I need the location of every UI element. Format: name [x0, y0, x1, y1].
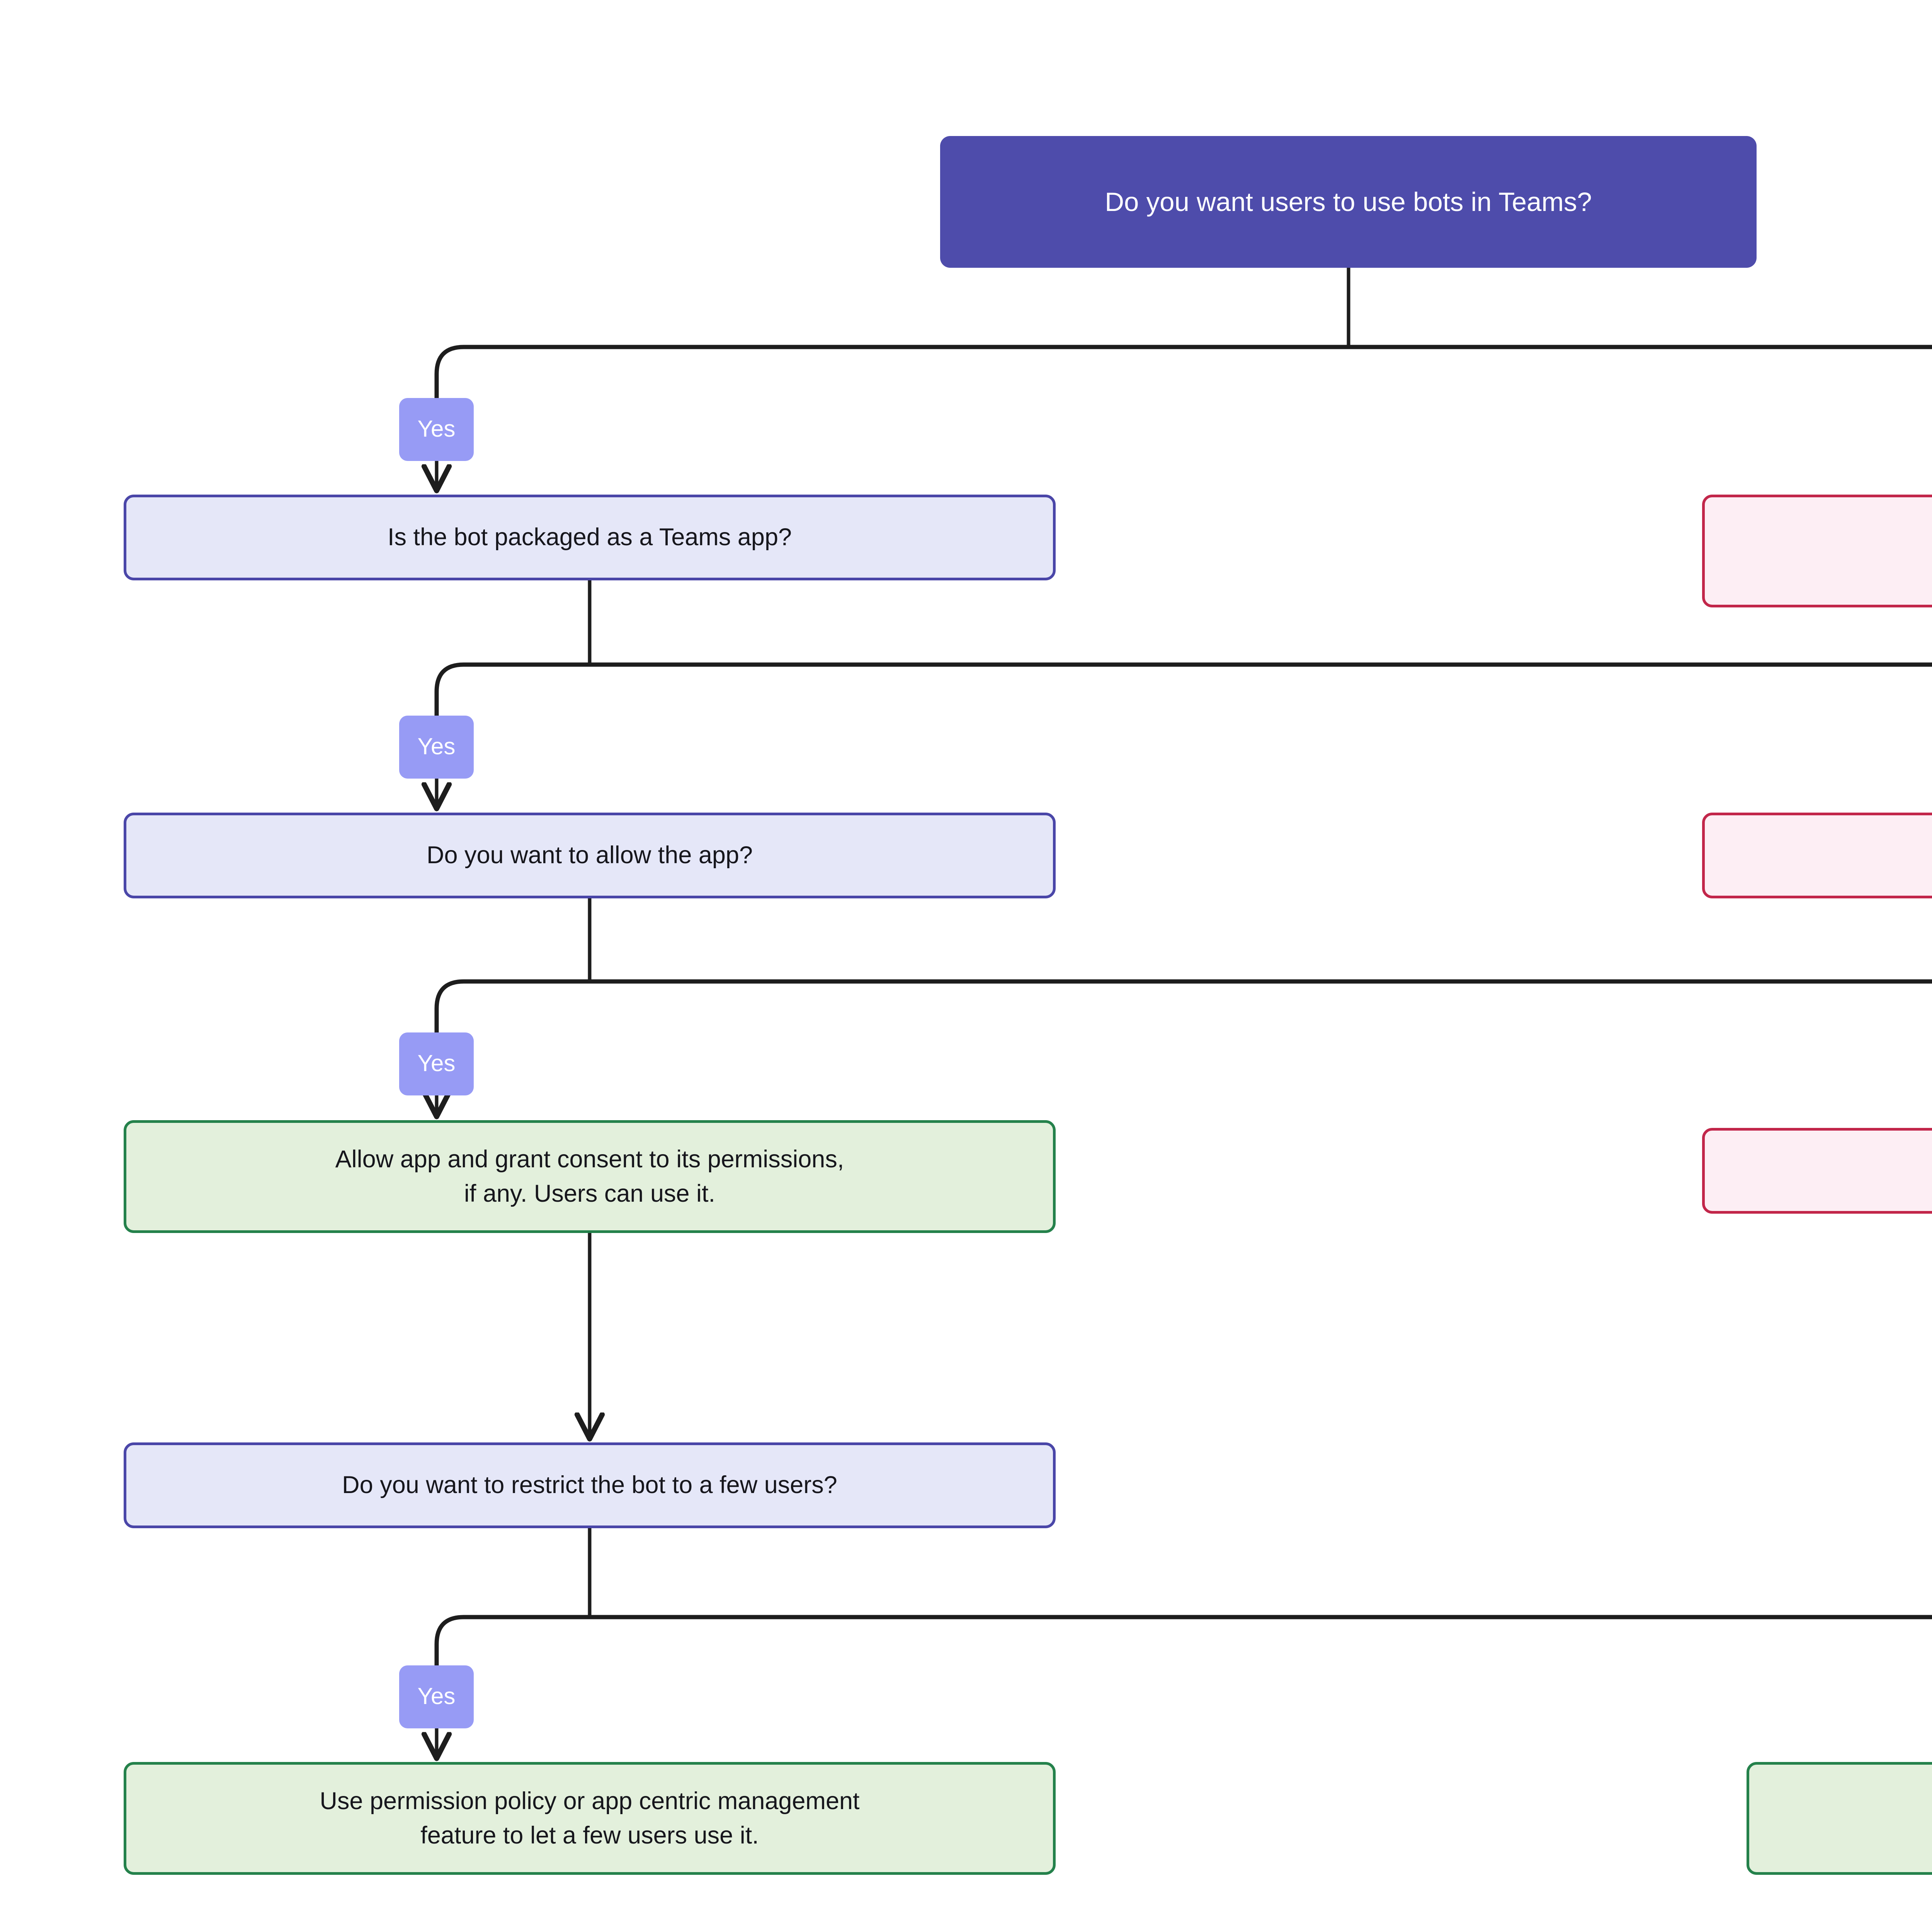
edge-label-yes-packaged[interactable]: Yes [399, 716, 474, 779]
node-label: Do you want to allow the app? [426, 842, 753, 869]
node-users-cannot-use-it-2[interactable]: Users can’t use it. [1702, 1128, 1932, 1214]
node-label: Do you want to restrict the bot to a few… [342, 1471, 837, 1499]
edge-label-text: Yes [417, 1050, 456, 1076]
node-label: Do you want users to use bots in Teams? [1105, 187, 1592, 217]
edge-label-yes-root[interactable]: Yes [399, 398, 474, 461]
node-label: Is the bot packaged as a Teams app? [387, 524, 792, 551]
node-allow-app-and-grant-consent[interactable]: Allow app and grant consent to its permi… [124, 1120, 1056, 1233]
node-label: Use permission policy or app centric man… [320, 1787, 860, 1849]
edge-label-text: Yes [417, 733, 456, 759]
node-use-permission-policy[interactable]: Use permission policy or app centric man… [124, 1762, 1056, 1875]
node-restrict-bot-to-few-users[interactable]: Do you want to restrict the bot to a few… [124, 1442, 1056, 1528]
node-block-app-or-disable-upload[interactable]: Block app containing the bot or disable … [1702, 495, 1932, 607]
node-is-bot-packaged-as-teams-app[interactable]: Is the bot packaged as a Teams app? [124, 495, 1056, 580]
node-do-you-want-to-allow-the-app[interactable]: Do you want to allow the app? [124, 813, 1056, 898]
edge-label-text: Yes [417, 1683, 456, 1709]
edge-label-yes-restrict[interactable]: Yes [399, 1665, 474, 1728]
node-users-cannot-use-it-1[interactable]: Users can’t use it. [1702, 813, 1932, 898]
node-label: Allow app and grant consent to its permi… [335, 1145, 844, 1207]
node-users-can-use-it-no-action[interactable]: Users can use it. No action required. [1747, 1762, 1932, 1875]
edge-label-text: Yes [417, 415, 456, 442]
node-root-question[interactable]: Do you want users to use bots in Teams? [940, 136, 1757, 268]
edge-label-yes-allow-app[interactable]: Yes [399, 1032, 474, 1095]
